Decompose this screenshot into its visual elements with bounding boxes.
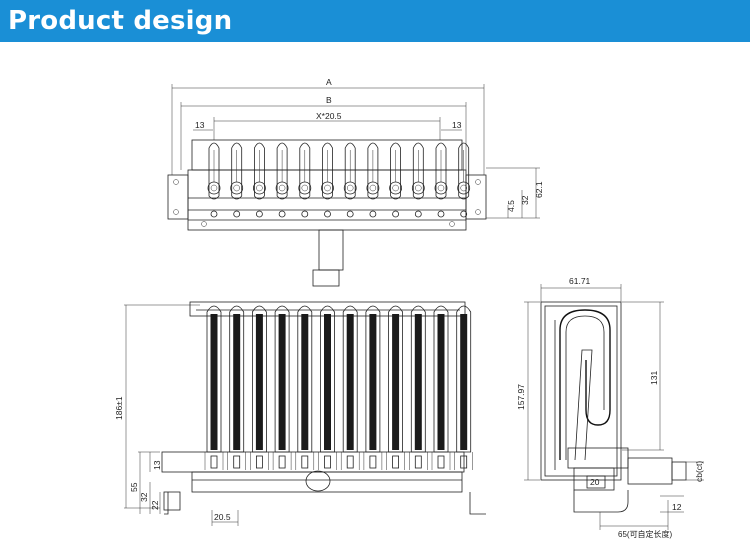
dim-32: 32 bbox=[520, 195, 530, 205]
dim-side-height: 157.97 bbox=[516, 384, 526, 410]
front-view: 186±1 13 55 32 22 20.5 bbox=[114, 301, 486, 526]
front-tube bbox=[250, 305, 269, 470]
front-tube bbox=[204, 305, 224, 470]
top-tube bbox=[252, 142, 266, 218]
side-view: 61.71 157.97 131 20 cb(ct) bbox=[516, 276, 704, 539]
top-tube bbox=[275, 142, 289, 218]
top-tube bbox=[366, 142, 380, 218]
front-tube bbox=[227, 305, 246, 470]
dim-45: 4.5 bbox=[506, 200, 516, 212]
technical-drawing: A B X*20.5 13 13 bbox=[114, 77, 704, 539]
top-tube bbox=[343, 142, 357, 218]
dim-13: 13 bbox=[152, 460, 162, 470]
front-tube bbox=[409, 305, 428, 470]
dim-131: 131 bbox=[649, 371, 659, 385]
top-tube bbox=[411, 142, 425, 218]
dim-20: 20 bbox=[590, 477, 600, 487]
top-tube bbox=[434, 142, 448, 218]
dim-a: A bbox=[326, 77, 332, 87]
top-view-tubes bbox=[207, 142, 471, 218]
dim-205: 20.5 bbox=[214, 512, 231, 522]
top-tube bbox=[230, 142, 244, 218]
dim-32-front: 32 bbox=[139, 492, 149, 502]
dim-55: 55 bbox=[129, 482, 139, 492]
dim-12: 12 bbox=[672, 502, 682, 512]
dim-b: B bbox=[326, 95, 332, 105]
front-tube bbox=[454, 305, 473, 470]
dim-pitch: X*20.5 bbox=[316, 111, 342, 121]
top-tube bbox=[298, 142, 312, 218]
header-banner: Product design bbox=[0, 0, 750, 42]
top-tube bbox=[207, 142, 221, 218]
top-tube bbox=[457, 142, 471, 218]
page-title: Product design bbox=[8, 6, 233, 36]
front-tube bbox=[340, 305, 360, 470]
dim-621: 62.1 bbox=[534, 181, 544, 198]
dim-width: 61.71 bbox=[569, 276, 591, 286]
dim-22: 22 bbox=[150, 500, 160, 510]
top-view: A B X*20.5 13 13 bbox=[167, 77, 544, 287]
front-tube bbox=[386, 305, 405, 470]
front-tube bbox=[295, 305, 315, 470]
dim-cb: cb(ct) bbox=[694, 461, 704, 482]
dim-left-13: 13 bbox=[195, 120, 205, 130]
front-view-tubes bbox=[204, 305, 473, 470]
front-tube bbox=[363, 305, 383, 470]
dim-65: 65(可自定长度) bbox=[618, 529, 673, 539]
front-tube bbox=[272, 305, 292, 470]
top-tube bbox=[321, 142, 334, 218]
dim-height: 186±1 bbox=[114, 396, 124, 420]
front-tube bbox=[431, 305, 451, 470]
front-tube bbox=[318, 305, 337, 470]
top-tube bbox=[389, 142, 403, 218]
dim-right-13: 13 bbox=[452, 120, 462, 130]
